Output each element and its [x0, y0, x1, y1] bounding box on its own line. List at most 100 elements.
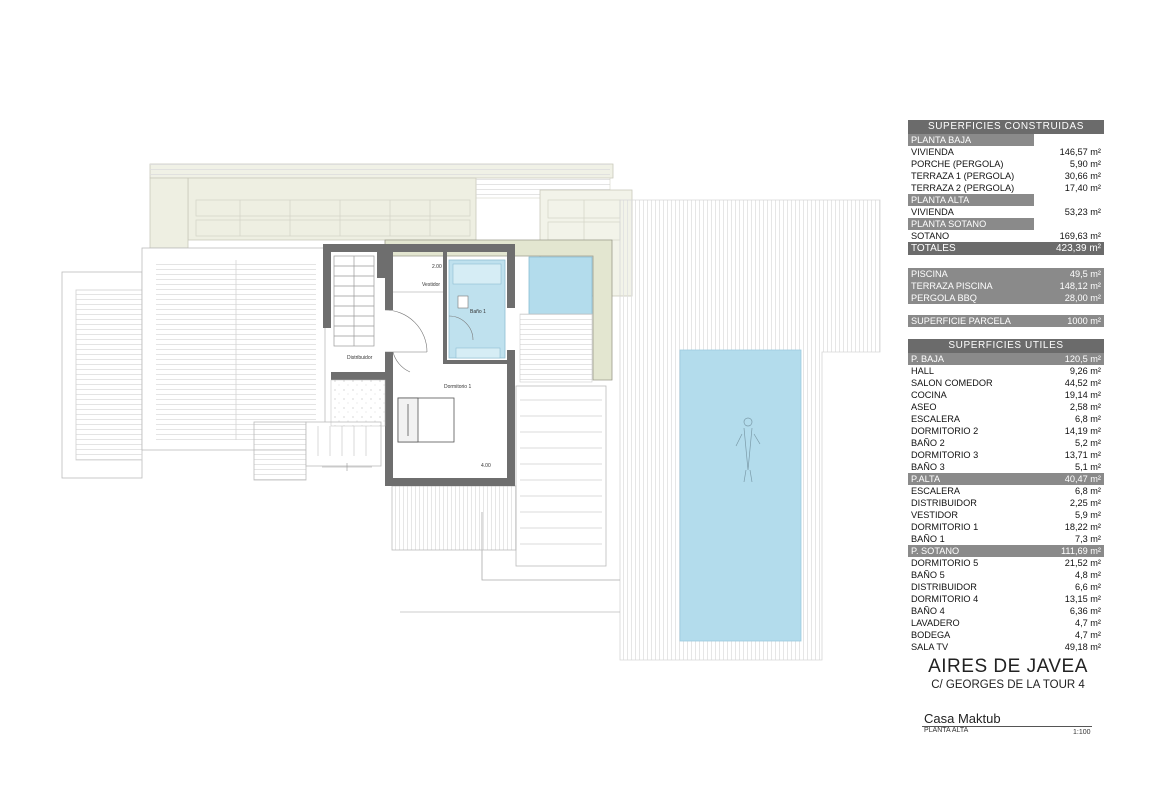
label-bano-1: Baño 1	[470, 309, 486, 315]
row-label: TERRAZA PISCINA	[911, 281, 993, 291]
row-label: ASEO	[911, 402, 937, 412]
p-sotano-label: P. SOTANO	[911, 546, 960, 556]
planta-alta-header: PLANTA ALTA	[908, 194, 1034, 206]
row-label: DORMITORIO 1	[911, 522, 979, 532]
row-label: PORCHE (PERGOLA)	[911, 159, 1004, 169]
swimming-pool	[679, 349, 802, 642]
row-value: 19,14 m²	[1064, 390, 1101, 400]
label-dormitorio-1: Dormitorio 1	[444, 384, 472, 390]
parcela-value: 1000 m²	[1067, 316, 1101, 326]
row-value: 148,12 m²	[1059, 281, 1101, 291]
table-row: COCINA 19,14 m²	[908, 389, 1104, 401]
totales-label: TOTALES	[911, 243, 956, 254]
table-row: PORCHE (PERGOLA) 5,90 m²	[908, 158, 1104, 170]
p-sotano-value: 111,69 m²	[1060, 546, 1101, 556]
planta-baja-header: PLANTA BAJA	[908, 134, 1034, 146]
left-terrace	[61, 247, 382, 481]
row-value: 30,66 m²	[1064, 171, 1101, 181]
row-value: 2,58 m²	[1069, 402, 1101, 412]
row-label: BAÑO 4	[911, 606, 945, 616]
row-value: 4,8 m²	[1074, 570, 1101, 580]
row-label: SALON COMEDOR	[911, 378, 993, 388]
row-value: 7,3 m²	[1074, 534, 1101, 544]
label-dormitorio-dim: 4.00	[481, 463, 491, 469]
row-value: 6,36 m²	[1069, 606, 1101, 616]
p-alta-label: P.ALTA	[911, 474, 941, 484]
table-row: BAÑO 1 7,3 m²	[908, 533, 1104, 545]
planta-baja-text: PLANTA BAJA	[911, 135, 972, 145]
swimmer-icon	[735, 417, 761, 483]
p-baja-label: P. BAJA	[911, 354, 945, 364]
row-label: DISTRIBUIDOR	[911, 498, 977, 508]
bed	[397, 397, 455, 443]
row-value: 17,40 m²	[1064, 183, 1101, 193]
row-label: BODEGA	[911, 630, 951, 640]
pool-deck	[619, 199, 881, 661]
row-label: DORMITORIO 2	[911, 426, 979, 436]
table-row: DORMITORIO 3 13,71 m²	[908, 449, 1104, 461]
row-value: 13,71 m²	[1064, 450, 1101, 460]
planta-alta-text: PLANTA ALTA	[911, 195, 970, 205]
row-value: 18,22 m²	[1064, 522, 1101, 532]
row-value: 49,18 m²	[1064, 642, 1101, 652]
p-alta-row: P.ALTA 40,47 m²	[908, 473, 1104, 485]
upper-floor-walls	[323, 244, 515, 486]
table-row: ESCALERA 6,8 m²	[908, 413, 1104, 425]
table-row: BAÑO 5 4,8 m²	[908, 569, 1104, 581]
row-label: VESTIDOR	[911, 510, 958, 520]
row-label: SALA TV	[911, 642, 949, 652]
row-label: COCINA	[911, 390, 947, 400]
row-label: ESCALERA	[911, 414, 961, 424]
p-baja-row: P. BAJA 120,5 m²	[908, 353, 1104, 365]
floor-name: PLANTA ALTA	[924, 727, 969, 734]
construidas-header-text: SUPERFICIES CONSTRUIDAS	[927, 121, 1085, 132]
row-value: 5,90 m²	[1069, 159, 1101, 169]
project-address: C/ GEORGES DE LA TOUR 4	[931, 679, 1085, 691]
superficies-utiles-table: SUPERFICIES UTILES P. BAJA 120,5 m² HALL…	[908, 339, 1104, 653]
row-value: 2,25 m²	[1069, 498, 1101, 508]
row-value: 14,19 m²	[1064, 426, 1101, 436]
row-label: VIVIENDA	[911, 147, 954, 157]
parcela-label: SUPERFICIE PARCELA	[911, 316, 1011, 326]
row-label: ESCALERA	[911, 486, 961, 496]
label-vestidor: Vestidor	[422, 282, 441, 288]
totales-row: TOTALES 423,39 m²	[908, 242, 1104, 255]
drawing-scale: 1:100	[1073, 729, 1091, 736]
row-value: 53,23 m²	[1064, 207, 1101, 217]
row-value: 5,9 m²	[1074, 510, 1101, 520]
superficies-construidas-table: SUPERFICIES CONSTRUIDAS PLANTA BAJA VIVI…	[908, 120, 1104, 255]
label-distribuidor: Distribuidor	[347, 355, 373, 361]
row-label: TERRAZA 1 (PERGOLA)	[911, 171, 1015, 181]
construidas-header: SUPERFICIES CONSTRUIDAS	[908, 120, 1104, 134]
label-vestidor-dim: 2.00	[432, 264, 442, 270]
p-alta-value: 40,47 m²	[1064, 474, 1101, 484]
row-label: BAÑO 1	[911, 534, 945, 544]
row-value: 6,6 m²	[1074, 582, 1101, 592]
row-value: 21,52 m²	[1064, 558, 1101, 568]
table-row: TERRAZA PISCINA 148,12 m²	[908, 280, 1104, 292]
row-value: 6,8 m²	[1074, 414, 1101, 424]
parcela-row: SUPERFICIE PARCELA 1000 m²	[908, 315, 1104, 327]
lower-deck	[391, 485, 517, 551]
row-label: PISCINA	[911, 269, 948, 279]
row-label: BAÑO 5	[911, 570, 945, 580]
house-name: Casa Maktub	[924, 711, 1001, 726]
row-value: 9,26 m²	[1069, 366, 1101, 376]
parcela-table: SUPERFICIE PARCELA 1000 m²	[908, 315, 1104, 327]
row-label: DORMITORIO 3	[911, 450, 979, 460]
row-value: 5,2 m²	[1074, 438, 1101, 448]
table-row: SALA TV 49,18 m²	[908, 641, 1104, 653]
row-label: PERGOLA BBQ	[911, 293, 977, 303]
